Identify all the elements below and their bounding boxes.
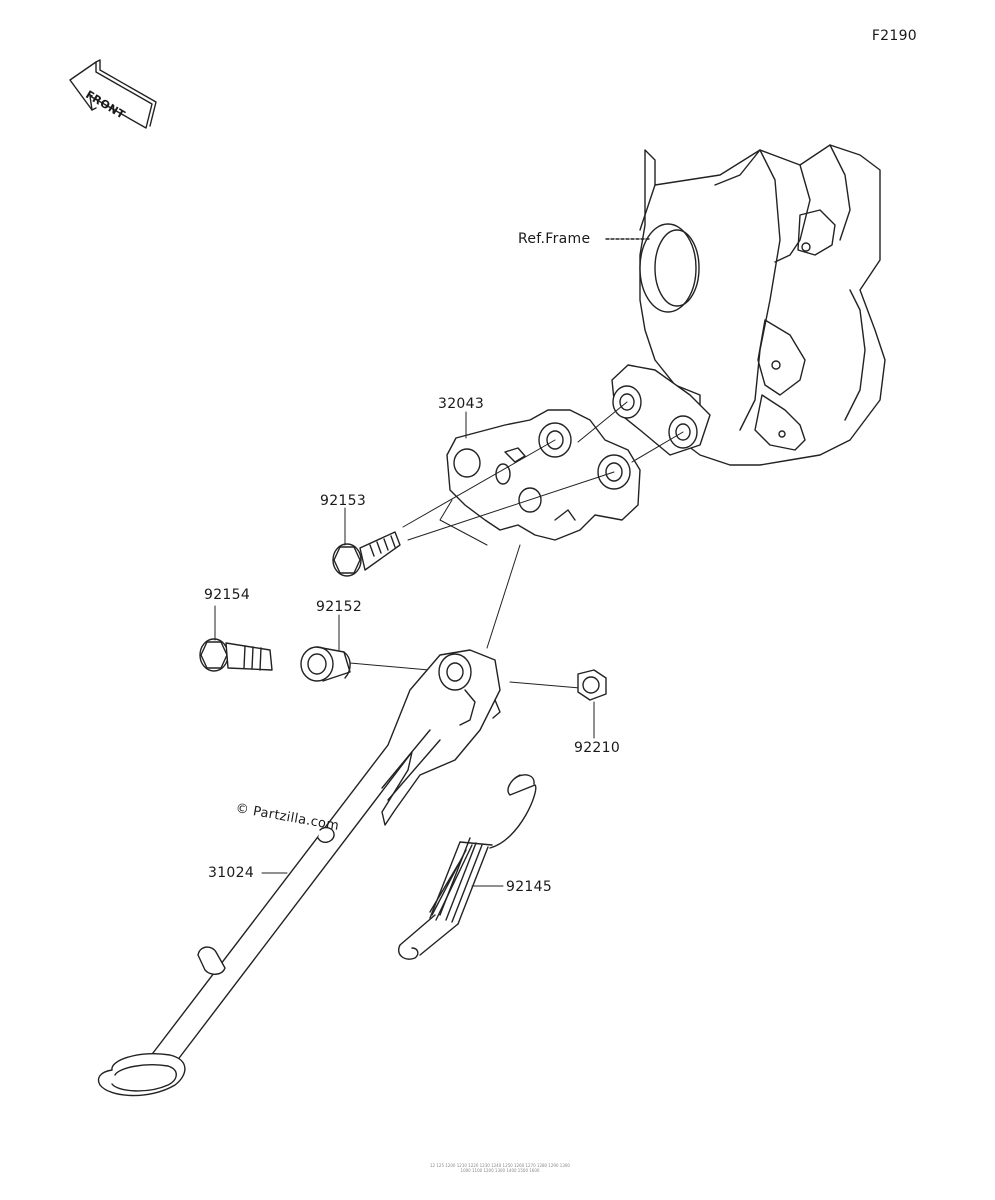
nut-92210 xyxy=(577,669,607,701)
front-arrow-icon xyxy=(69,59,157,129)
part-label-92153: 92153 xyxy=(320,493,367,509)
footer-fine-print: 12 125 1200 1210 1220 1230 1240 1250 126… xyxy=(380,1163,620,1173)
assembly-lines xyxy=(349,401,684,689)
side-stand-31024 xyxy=(97,649,501,1097)
part-label-32043: 32043 xyxy=(438,396,485,412)
part-label-31024: 31024 xyxy=(208,865,255,881)
part-label-92154: 92154 xyxy=(204,587,251,603)
ref-frame-label: Ref.Frame xyxy=(518,231,591,247)
bolt-92153 xyxy=(332,531,401,577)
diagram-code: F2190 xyxy=(871,28,917,44)
label-leaders xyxy=(214,411,595,887)
bracket-32043 xyxy=(446,409,641,541)
footer-line-2: 1000 1100 1200 1300 1400 1500 1600 xyxy=(460,1168,540,1173)
bolt-92154 xyxy=(199,638,273,672)
frame-outline xyxy=(611,144,886,466)
footer-line-1: 12 125 1200 1210 1220 1230 1240 1250 126… xyxy=(430,1163,570,1168)
part-label-92152: 92152 xyxy=(316,599,363,615)
part-label-92145: 92145 xyxy=(506,879,553,895)
part-label-92210: 92210 xyxy=(574,740,621,756)
spring-92145 xyxy=(398,774,537,960)
collar-92152 xyxy=(300,646,351,682)
